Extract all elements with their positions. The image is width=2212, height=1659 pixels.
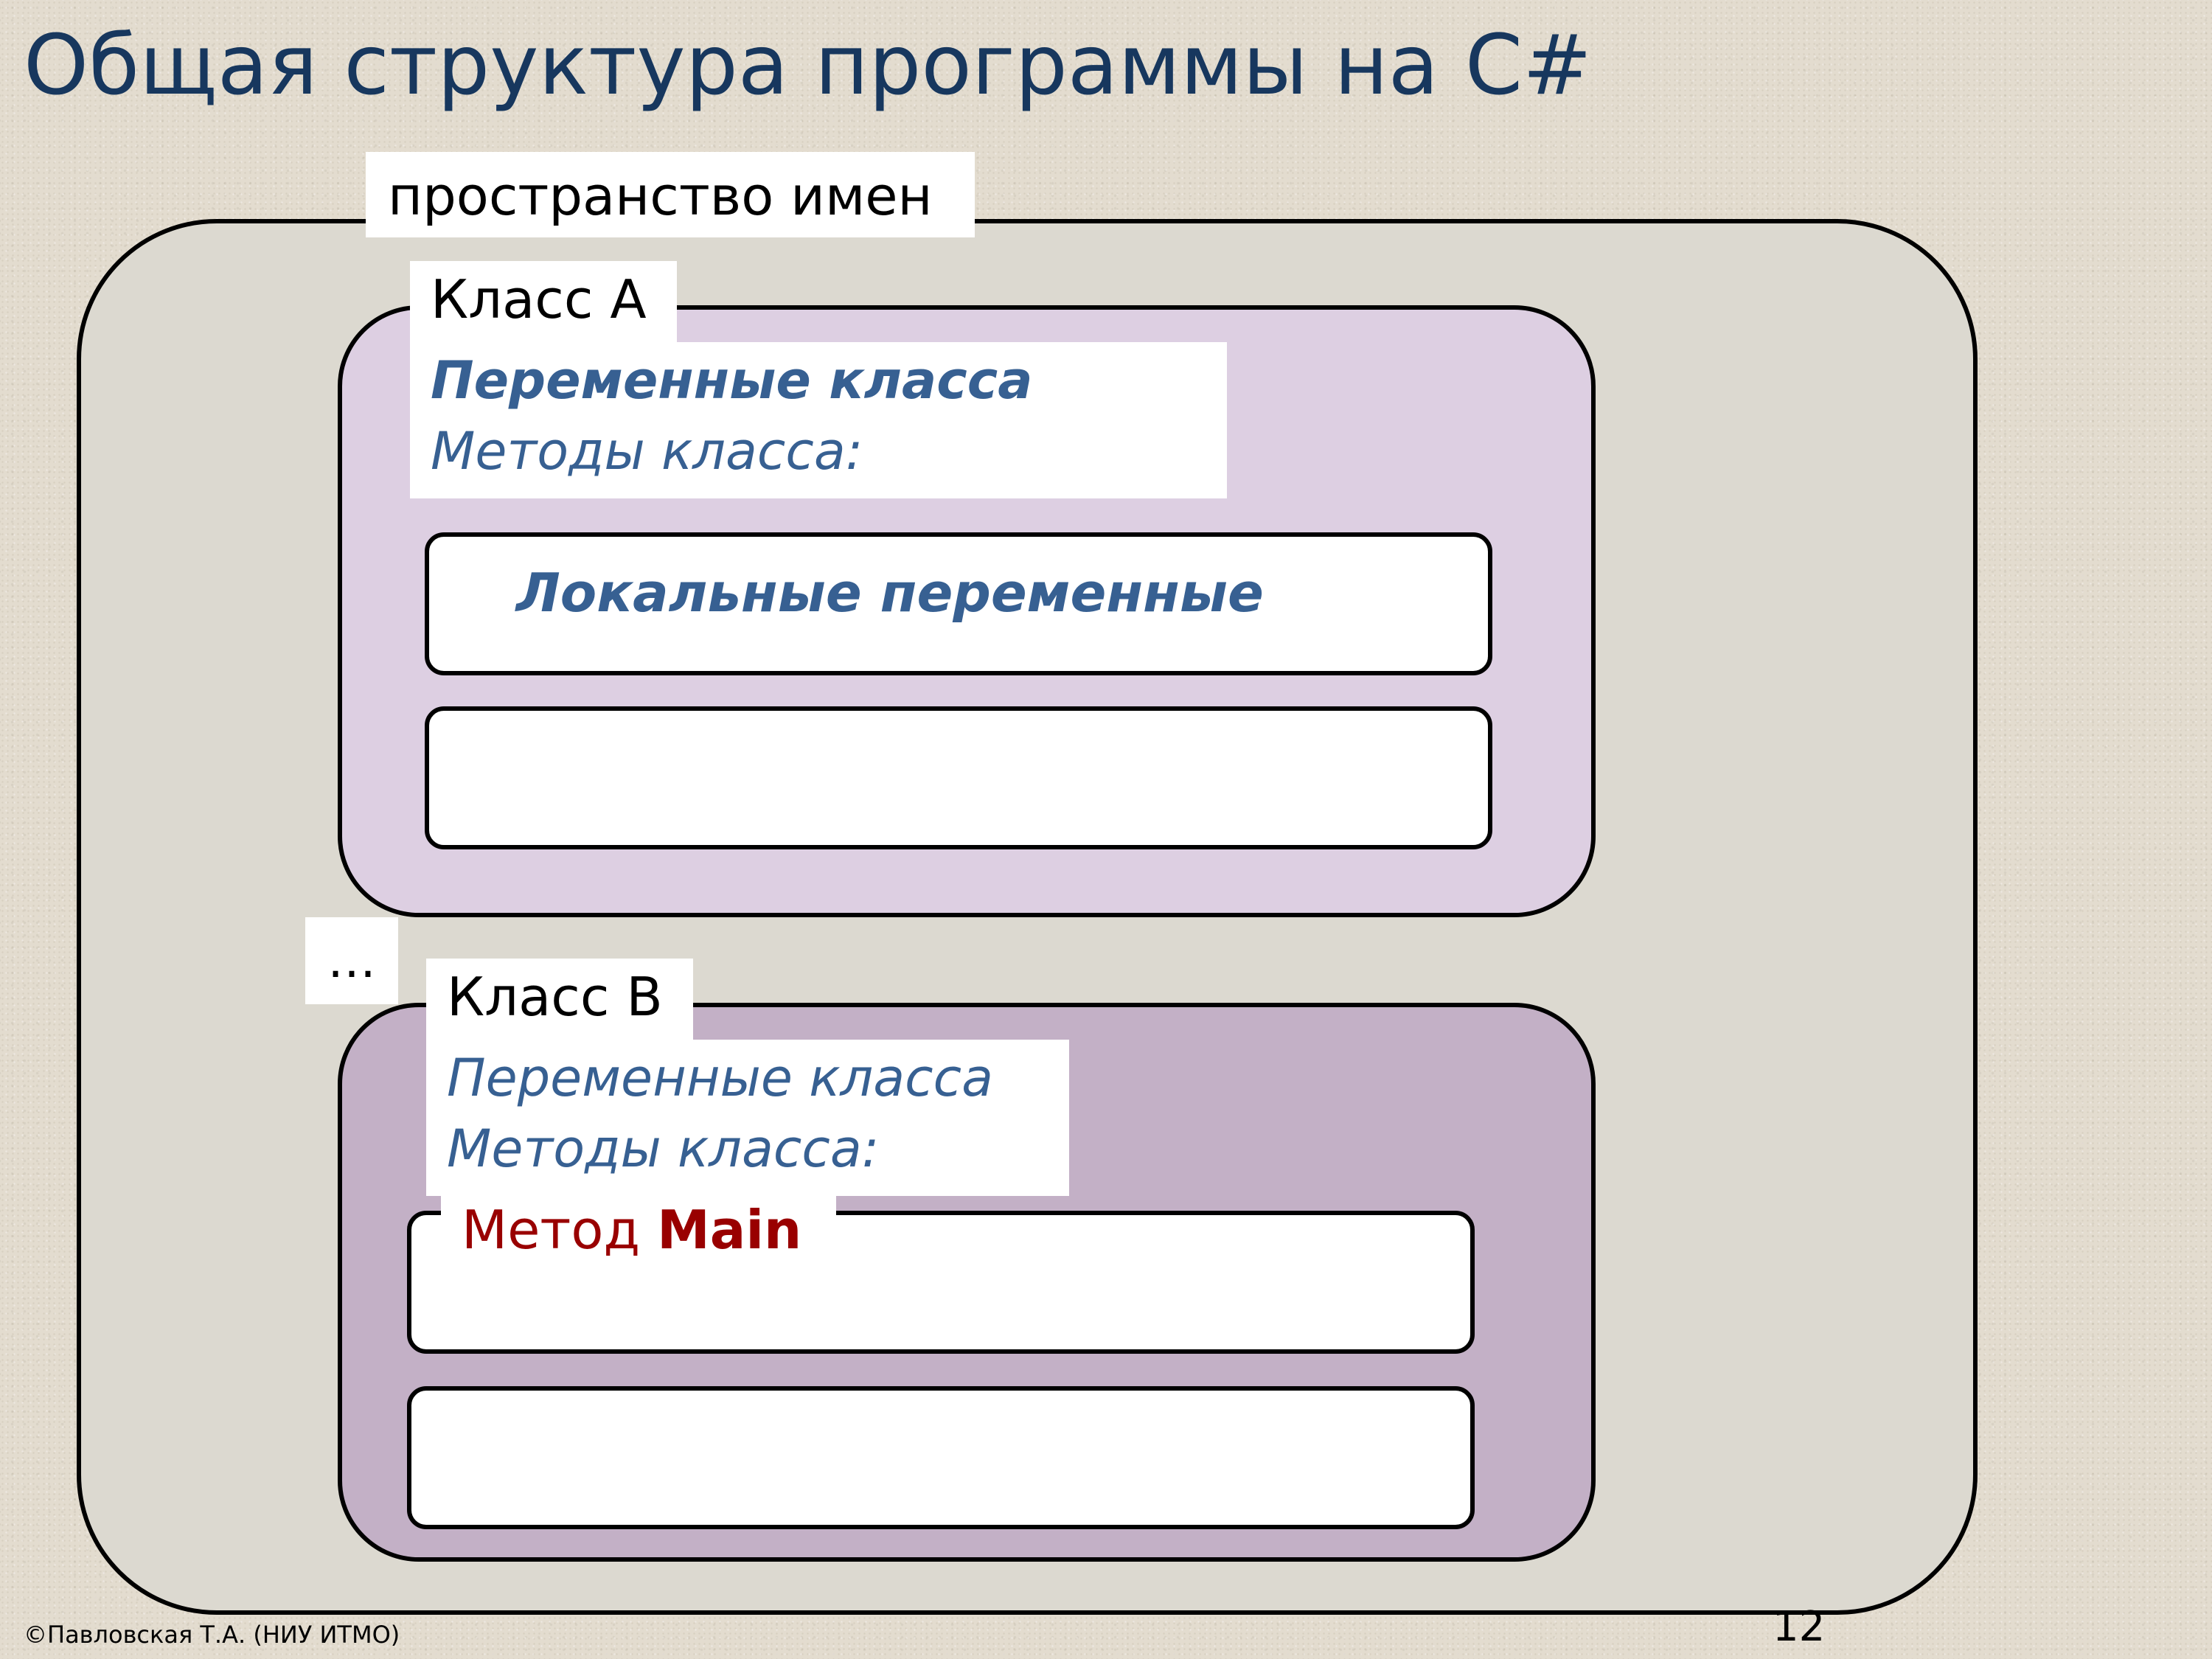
main-method-label: Метод Main xyxy=(441,1192,836,1261)
class-b-label: Класс B xyxy=(426,959,693,1041)
copyright-footer: ©Павловская Т.А. (НИУ ИТМО) xyxy=(24,1621,400,1649)
class-a-methods: Методы класса: xyxy=(431,421,863,481)
class-a-method-1-box xyxy=(425,532,1492,675)
main-method-name: Main xyxy=(657,1199,802,1261)
class-a-method-2-box xyxy=(425,706,1492,849)
ellipsis-label: … xyxy=(305,917,398,1004)
class-b-fields: Переменные класса xyxy=(447,1048,993,1108)
class-a-fields: Переменные класса xyxy=(431,350,1033,411)
class-a-label: Класс A xyxy=(410,261,677,345)
namespace-label: пространство имен xyxy=(366,152,975,237)
class-b-members: Переменные класса Методы класса: xyxy=(426,1040,1069,1196)
main-method-prefix: Метод xyxy=(462,1199,641,1261)
class-b-method-2-box xyxy=(407,1386,1475,1529)
page-number: 12 xyxy=(1773,1603,1826,1651)
class-b-methods: Методы класса: xyxy=(447,1119,880,1179)
class-a-members: Переменные класса Методы класса: xyxy=(410,342,1227,498)
local-variables-text: Локальные переменные xyxy=(516,562,1264,624)
slide-title: Общая структура программы на C# xyxy=(24,18,1592,114)
